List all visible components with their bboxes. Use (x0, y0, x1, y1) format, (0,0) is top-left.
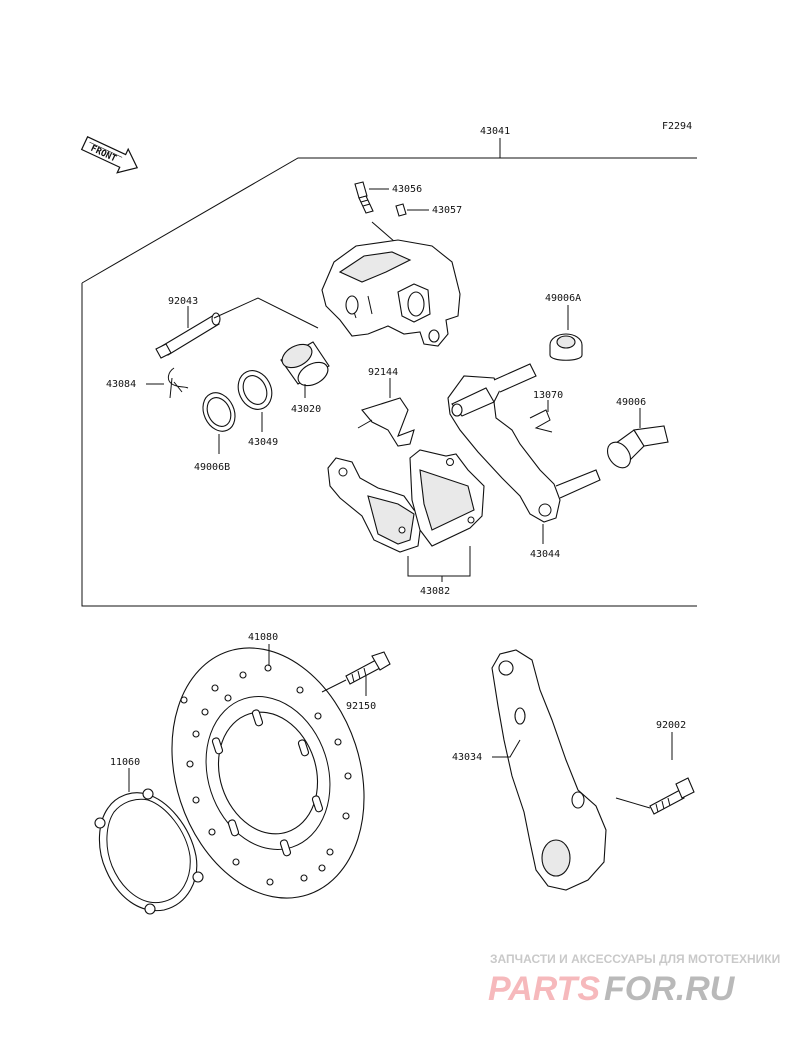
label-49006A: 49006A (545, 293, 581, 304)
assembly-frame (81, 138, 697, 607)
label-11060: 11060 (110, 757, 140, 768)
pad-spring (357, 397, 415, 447)
arm-bolt (649, 777, 695, 815)
label-49006B: 49006B (194, 462, 230, 473)
label-13070: 13070 (533, 390, 563, 401)
label-92043: 92043 (168, 296, 198, 307)
caliper-bracket (447, 363, 601, 523)
torque-arm (491, 649, 607, 891)
figure-code: F2294 (662, 121, 692, 132)
watermark-logo-left: PARTS (488, 970, 600, 1008)
disc-bolt (345, 651, 391, 685)
boot-49006A (549, 333, 583, 361)
label-43044: 43044 (530, 549, 560, 560)
label-43056: 43056 (392, 184, 422, 195)
front-arrow-icon: FRONT (80, 136, 139, 174)
watermark-logo-right: FOR.RU (604, 970, 736, 1008)
label-92002: 92002 (656, 720, 686, 731)
watermark: ЗАПЧАСТИ И АКСЕССУАРЫ ДЛЯ МОТОТЕХНИКИ PA… (488, 952, 780, 1008)
gasket (94, 788, 204, 915)
boot-49006 (606, 425, 669, 469)
bleeder-valve (354, 181, 374, 214)
bleeder-cap (395, 203, 407, 217)
caliper-piston (280, 341, 330, 387)
caliper-body (321, 239, 461, 347)
caliper-pin (155, 312, 221, 359)
label-41080: 41080 (248, 632, 278, 643)
label-43034: 43034 (452, 752, 482, 763)
label-92150: 92150 (346, 701, 376, 712)
label-43082: 43082 (420, 586, 450, 597)
retaining-clip (167, 367, 189, 399)
label-43084: 43084 (106, 379, 136, 390)
label-43057: 43057 (432, 205, 462, 216)
label-92144: 92144 (368, 367, 398, 378)
label-43049: 43049 (248, 437, 278, 448)
label-43020: 43020 (291, 404, 321, 415)
label-43041: 43041 (480, 126, 510, 137)
brake-pad-outer (327, 457, 423, 553)
watermark-subtitle: ЗАПЧАСТИ И АКСЕССУАРЫ ДЛЯ МОТОТЕХНИКИ (490, 952, 780, 966)
label-49006: 49006 (616, 397, 646, 408)
seal-ring-large (202, 392, 236, 432)
brake-pad-inner (409, 449, 485, 547)
brake-disc (171, 647, 365, 899)
piston-seal (237, 370, 273, 410)
pad-clip (529, 409, 553, 433)
